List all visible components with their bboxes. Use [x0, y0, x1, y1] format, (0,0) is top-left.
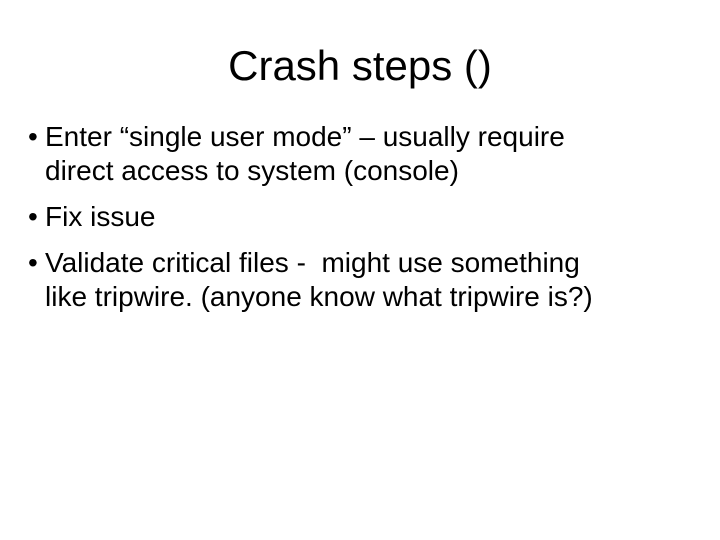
- bullet-marker-icon: •: [28, 201, 38, 232]
- bullet-line: Fix issue: [45, 201, 156, 232]
- bullet-line: like tripwire. (anyone know what tripwir…: [45, 281, 593, 312]
- bullet-marker-icon: •: [28, 121, 38, 152]
- slide-title: Crash steps (): [228, 42, 492, 89]
- bullet-item: • Enter “single user mode” – usually req…: [28, 120, 688, 188]
- bullet-item: • Fix issue: [28, 200, 688, 234]
- bullet-line: Validate critical files - might use some…: [45, 247, 580, 278]
- bullet-line: Enter “single user mode” – usually requi…: [45, 121, 565, 152]
- bullet-item: • Validate critical files - might use so…: [28, 246, 688, 314]
- bullet-list: • Enter “single user mode” – usually req…: [28, 120, 688, 314]
- bullet-line: direct access to system (console): [45, 155, 459, 186]
- bullet-marker-icon: •: [28, 247, 38, 278]
